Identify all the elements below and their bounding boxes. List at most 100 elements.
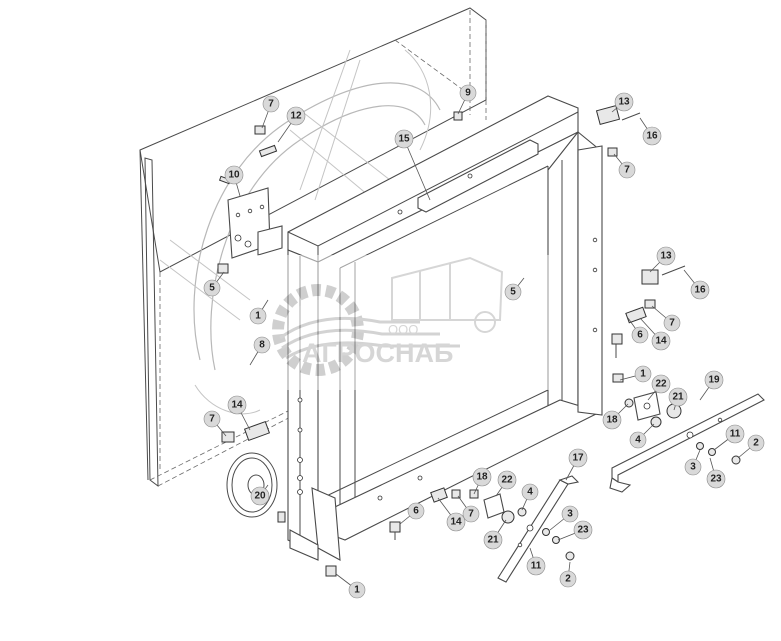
callout-number: 21 [487, 535, 499, 546]
callout-bubble [706, 469, 726, 489]
part-callout-1: 1 [335, 573, 366, 599]
callout-bubble [725, 424, 745, 444]
bracket-plate-10 [227, 187, 283, 259]
callout-bubble [614, 92, 634, 112]
part-callout-11: 11 [526, 547, 546, 576]
part-callout-14: 14 [437, 497, 466, 532]
callout-number: 18 [476, 472, 488, 483]
callout-bubble [684, 458, 702, 476]
callout-bubble [394, 129, 414, 149]
callout-number: 1 [255, 311, 261, 322]
callout-number: 4 [635, 435, 641, 446]
part-callout-7: 7 [261, 95, 280, 129]
callout-number: 5 [510, 287, 516, 298]
watermark-logo: ООО АГРОСНАБ [256, 255, 550, 390]
callout-number: 9 [465, 88, 471, 99]
callout-bubble [526, 556, 546, 576]
part-callout-7: 7 [651, 305, 681, 332]
callout-number: 7 [468, 509, 474, 520]
callout-bubble [249, 307, 267, 325]
part-callout-21: 21 [668, 387, 688, 411]
callout-number: 12 [290, 111, 302, 122]
part-callout-15: 15 [394, 129, 431, 201]
part-callout-2: 2 [737, 434, 765, 459]
callout-number: 20 [254, 491, 266, 502]
callout-bubble [348, 581, 366, 599]
callout-number: 11 [730, 429, 741, 440]
part-callout-22: 22 [495, 470, 517, 497]
callout-bubble [668, 387, 688, 407]
callout-bubble [446, 512, 466, 532]
callout-number: 21 [672, 392, 684, 403]
callout-number: 16 [646, 131, 658, 142]
callout-number: 7 [669, 318, 675, 329]
part-callout-3: 3 [684, 449, 702, 476]
pulley-20 [226, 452, 286, 523]
callout-bubble [504, 283, 522, 301]
callout-bubble [459, 84, 477, 102]
watermark-prefix: ООО [388, 322, 418, 337]
callout-number: 23 [710, 474, 722, 485]
callout-bubble [559, 570, 577, 588]
part-callout-3: 3 [549, 505, 579, 531]
callout-bubble [497, 470, 517, 490]
callout-bubble [629, 431, 647, 449]
callout-number: 7 [624, 165, 630, 176]
callout-number: 19 [708, 375, 720, 386]
callout-number: 22 [501, 475, 513, 486]
part-callout-19: 19 [699, 370, 724, 401]
part-callout-14: 14 [227, 395, 251, 431]
callout-number: 14 [655, 336, 667, 347]
part-callout-7: 7 [203, 410, 227, 437]
callout-bubble [568, 448, 588, 468]
callout-bubble [561, 505, 579, 523]
part-callout-20: 20 [250, 484, 270, 506]
fan-blades [159, 49, 441, 415]
callout-number: 2 [565, 574, 571, 585]
part-callout-18: 18 [602, 403, 629, 430]
callout-bubble [262, 95, 280, 113]
callout-bubble [690, 280, 710, 300]
callout-bubble [521, 483, 539, 501]
callout-bubble [704, 370, 724, 390]
callout-bubble [573, 520, 593, 540]
part-callout-17: 17 [565, 448, 588, 481]
callout-number: 1 [354, 585, 360, 596]
callout-number: 2 [753, 438, 759, 449]
part-callout-23: 23 [706, 457, 726, 489]
callout-bubble [631, 326, 649, 344]
callout-number: 6 [413, 506, 419, 517]
watermark-company-name: АГРОСНАБ [302, 338, 453, 368]
callout-number: 11 [531, 561, 542, 572]
callout-bubble [634, 365, 652, 383]
part-callout-4: 4 [521, 483, 539, 511]
part-callout-5: 5 [203, 271, 225, 297]
part-callout-7: 7 [613, 153, 636, 179]
part-callout-1: 1 [619, 365, 652, 383]
fan-shroud [139, 7, 487, 488]
callout-leader-line [403, 138, 431, 201]
callout-bubble [203, 279, 221, 297]
callout-number: 10 [228, 170, 240, 181]
part-callout-13: 13 [649, 246, 676, 273]
callout-bubble [286, 106, 306, 126]
callout-number: 22 [655, 379, 667, 390]
part-callout-11: 11 [713, 424, 745, 451]
callout-number: 15 [398, 134, 410, 145]
callout-bubble [462, 505, 480, 523]
hardware [217, 105, 741, 577]
callout-number: 6 [637, 330, 643, 341]
callout-bubble [618, 161, 636, 179]
part-callout-10: 10 [224, 165, 244, 197]
part-callout-21: 21 [483, 519, 507, 550]
callout-number: 17 [572, 453, 584, 464]
callout-bubble [253, 336, 271, 354]
callout-number: 16 [694, 285, 706, 296]
callout-bubble [472, 467, 492, 487]
deflector-19 [609, 393, 765, 493]
part-callout-7: 7 [457, 495, 480, 523]
callout-number: 4 [527, 487, 533, 498]
callout-bubble [250, 486, 270, 506]
callout-number: 18 [606, 415, 618, 426]
